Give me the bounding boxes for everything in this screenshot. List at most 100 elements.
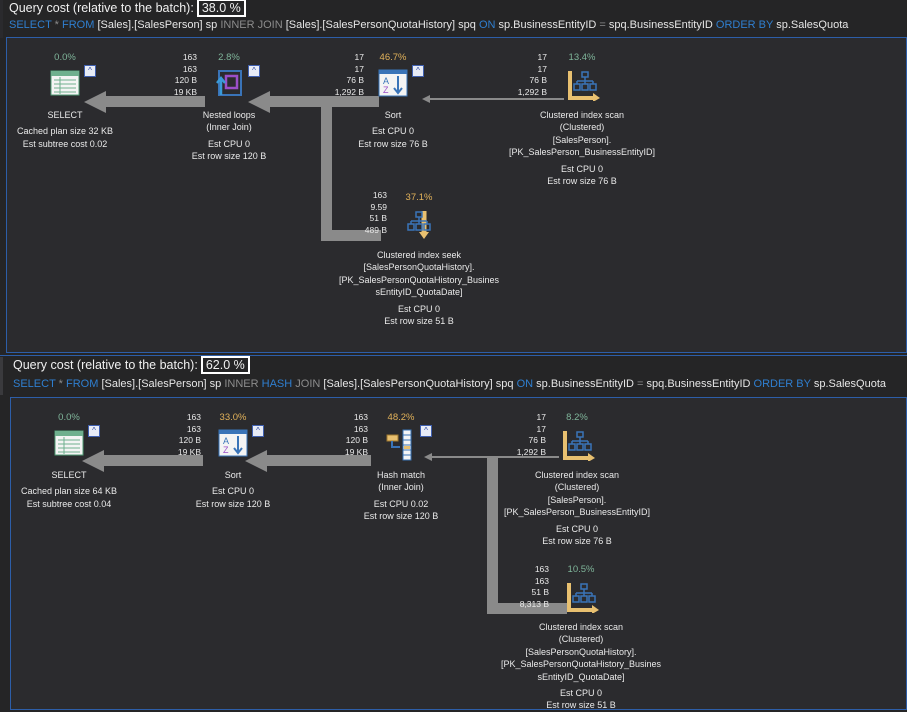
row-stat: 76 B (346, 75, 365, 85)
operator-cost: 8.2% (566, 412, 588, 423)
row-stat: 163 (353, 423, 368, 434)
expand-icon[interactable]: ^ (248, 65, 260, 77)
sql-token: ORDER BY (715, 19, 774, 31)
data-flow-arrow (105, 96, 205, 107)
row-stat: 17 (536, 412, 546, 422)
plan-node-hash-match[interactable]: 48.2% ^ Hash match(Inner Join) Est CPU 0.02… (301, 412, 501, 523)
plan-node-clustered-index-seek[interactable]: 37.1%Clustered index seek[SalesPersonQuo… (319, 192, 519, 327)
row-stat: 17 (354, 63, 364, 74)
operator-detail: Est CPU 0 (211, 486, 254, 497)
row-stat: 163 (372, 190, 387, 200)
row-stat: 120 B (345, 435, 368, 445)
row-stat: 51 B (369, 213, 388, 223)
operator-detail: Est row size 76 B (542, 536, 612, 547)
operator-detail: Est CPU 0.02 (373, 498, 429, 509)
operator-detail: Est CPU 0 (371, 126, 414, 137)
operator-detail: Est CPU 0 (397, 303, 440, 314)
sql-token: SELECT (13, 378, 56, 390)
sql-token: * (55, 378, 66, 390)
expand-icon[interactable]: ^ (252, 425, 264, 437)
arrowhead-icon (84, 90, 106, 113)
operator-label-line: Clustered index scan (538, 622, 624, 632)
operator-label: Clustered index scan(Clustered)[SalesPer… (482, 109, 682, 159)
operator-label-line: [PK_SalesPerson_BusinessEntityID] (508, 147, 656, 158)
expand-icon[interactable]: ^ (88, 425, 100, 437)
arrowhead-icon (422, 95, 430, 103)
select-operator-icon[interactable]: ^ (50, 65, 96, 99)
nested-operator-icon[interactable]: ^ (214, 65, 260, 99)
sql-token: ON (478, 19, 496, 31)
scan-operator-icon[interactable] (567, 69, 600, 102)
operator-label: Clustered index seek[SalesPersonQuotaHis… (319, 249, 519, 299)
operator-label-line: (Clustered) (554, 482, 600, 493)
plan-node-clustered-index-scan-salesperson[interactable]: 8.2%Clustered index scan(Clustered)[Sale… (477, 412, 677, 547)
plan-node-clustered-index-scan[interactable]: 13.4% Clustered index scan(Clustered)[Sal… (482, 52, 682, 187)
hash-operator-icon[interactable]: ^ (386, 425, 432, 461)
operator-cost: 13.4% (568, 52, 596, 63)
operator-detail: Est row size 120 B (363, 511, 439, 522)
scan-operator-icon[interactable] (562, 429, 595, 462)
row-stat: 51 B (531, 587, 550, 597)
row-stat: 163 (353, 412, 368, 422)
sql-token: JOIN (292, 378, 321, 390)
operator-detail: Est row size 76 B (547, 176, 617, 187)
svg-text:A: A (223, 436, 229, 446)
expand-icon[interactable]: ^ (412, 65, 424, 77)
row-stat: 163 (186, 423, 201, 434)
operator-label-line: Sort (224, 470, 242, 480)
operator-label: Sort (133, 469, 333, 481)
operator-cost: 48.2% (387, 412, 415, 423)
expand-icon[interactable]: ^ (84, 65, 96, 77)
operator-label-line: Clustered index seek (376, 250, 462, 260)
operator-label-line: sEntityID_QuotaDate] (375, 287, 463, 298)
arrowhead-icon (82, 449, 104, 472)
svg-text:Z: Z (223, 445, 229, 455)
query-cost-value: 38.0 % (196, 0, 246, 17)
seek-operator-icon[interactable] (404, 209, 434, 239)
operator-label-line: [PK_SalesPerson_BusinessEntityID] (503, 507, 651, 518)
operator-cost: 2.8% (218, 52, 240, 63)
expand-icon[interactable]: ^ (420, 425, 432, 437)
operator-label: Nested loops(Inner Join) (129, 109, 329, 134)
row-stat: 120 B (174, 75, 197, 85)
row-stat: 120 B (178, 435, 201, 445)
row-stat: 17 (536, 423, 546, 434)
divider (0, 355, 907, 356)
sql-token: ORDER BY (753, 378, 811, 390)
query-cost-label: Query cost (relative to the batch): (13, 358, 198, 372)
plan-node-clustered-index-scan-quotahistory[interactable]: 10.5%Clustered index scan(Clustered)[Sal… (481, 564, 681, 712)
row-stat: 1,292 B (516, 446, 546, 457)
svg-text:A: A (383, 76, 389, 86)
operator-detail: Cached plan size 64 KB (20, 486, 118, 497)
sql-token: sp.SalesQuota (773, 19, 849, 31)
operator-detail: Est row size 51 B (384, 316, 454, 327)
arrowhead-icon (245, 449, 267, 472)
row-stat: 1,292 B (517, 86, 547, 97)
query-1-sql: SELECT * FROM [Sales].[SalesPerson] sp I… (9, 19, 848, 31)
sql-token: [Sales].[SalesPerson] sp (98, 378, 225, 390)
operator-label: Sort (293, 109, 493, 121)
select-operator-icon[interactable]: ^ (54, 425, 100, 459)
operator-label-line: [PK_SalesPersonQuotaHistory_Busines (500, 659, 662, 670)
row-stat: 76 B (529, 75, 548, 85)
sql-token: sp.BusinessEntityID (495, 19, 600, 31)
scan-operator-icon[interactable] (566, 581, 599, 614)
operator-label: Hash match(Inner Join) (301, 469, 501, 494)
